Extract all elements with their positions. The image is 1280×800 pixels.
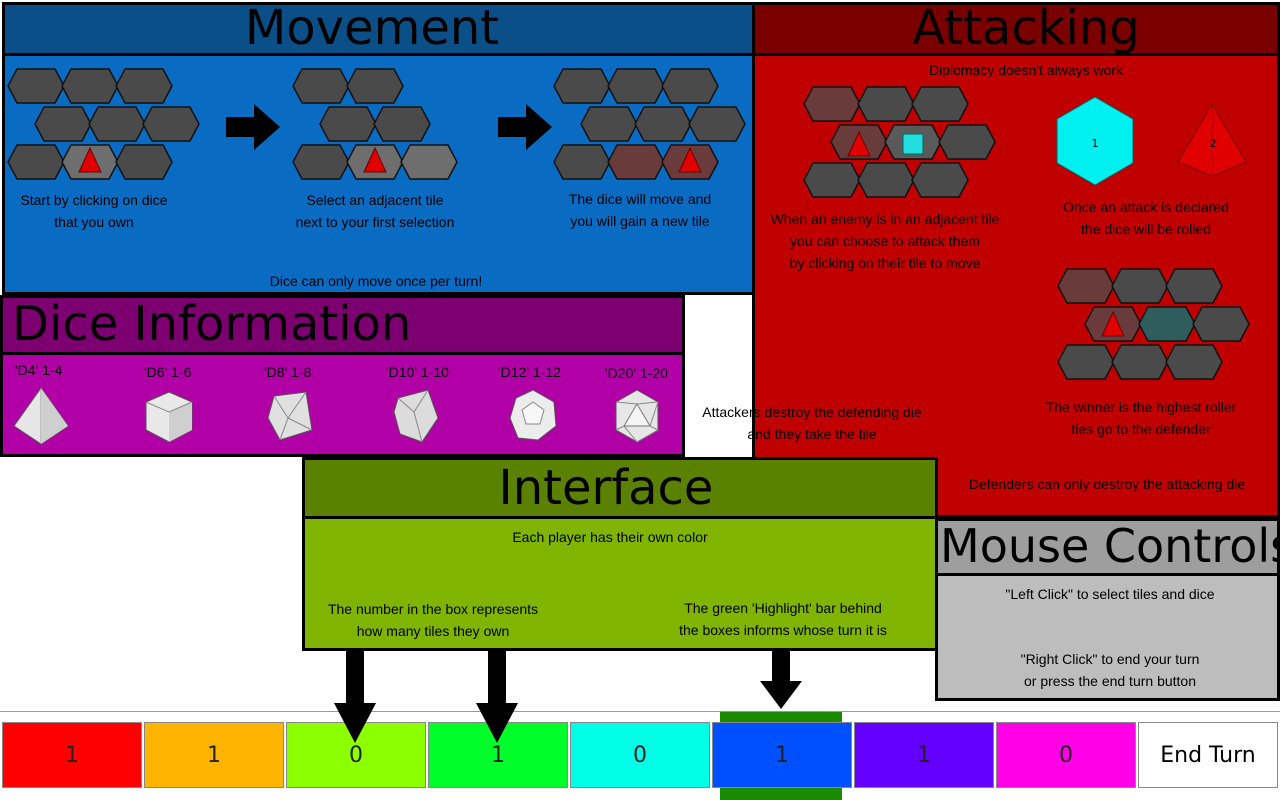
interface-title: Interface [498,460,714,516]
player-count: 0 [1059,742,1073,768]
player-box-1[interactable]: 1 [2,722,142,788]
attack-attackers-text: Attackers destroy the defending die and … [702,404,922,442]
arrow-down-icon [760,651,802,709]
defender-die-icon: 2 [1177,103,1247,177]
mouse-controls-header [935,518,1280,576]
movement-step1-text: Start by clicking on dice that you own [20,192,168,230]
player-box-8[interactable]: 0 [996,722,1136,788]
player-count: 0 [349,742,363,768]
player-count: 1 [775,742,789,768]
arrow-right-icon [498,104,552,150]
arrow-down-icon [476,651,518,743]
d20-label: 'D20' 1-20 [605,365,668,381]
attack-winner-text: The winner is the highest roller ties go… [1045,399,1237,437]
interface-line1: Each player has their own color [512,529,708,545]
d20-icon [615,389,660,443]
player-bar [0,711,1280,799]
movement-step3-illustration [553,68,746,180]
svg-text:2: 2 [1210,137,1217,150]
d8-label: 'D8' 1-8 [264,364,312,380]
attacking-header [752,2,1280,56]
arrow-right-icon [226,104,280,150]
attack-rolled-text: Once an attack is declared the dice will… [1063,199,1229,237]
movement-note: Dice can only move once per turn! [269,273,483,289]
d4-label: 'D4' 1-4 [15,362,63,378]
attack-board-illustration [803,86,996,198]
d8-icon [267,391,313,441]
svg-text:1: 1 [1092,137,1099,150]
d6-icon [145,391,193,443]
player-box-5[interactable]: 0 [570,722,710,788]
d10-label: 'D10' 1-10 [386,364,449,380]
player-box-6[interactable]: 1 [712,722,852,788]
player-count: 0 [633,742,647,768]
arrow-down-icon [334,651,376,743]
attack-defenders-text: Defenders can only destroy the attacking… [968,476,1246,492]
mouse-right-text: "Right Click" to end your turn or press … [1020,651,1200,689]
player-box-7[interactable]: 1 [854,722,994,788]
player-count: 1 [491,742,505,768]
interface-line3: The green 'Highlight' bar behind the box… [679,600,887,638]
d6-label: 'D6' 1-6 [144,364,192,380]
attack-result-illustration [1057,268,1250,380]
attacking-title: Attacking [912,0,1140,56]
movement-header [2,2,755,56]
player-count: 1 [207,742,221,768]
player-count: 1 [65,742,79,768]
attacker-die-icon: 1 [1056,96,1134,186]
dice-info-header [0,295,685,355]
d12-label: 'D12' 1-12 [498,364,561,380]
attacking-subtitle: Diplomacy doesn't always work [928,62,1124,78]
movement-title: Movement [244,0,500,56]
interface-line2: The number in the box represents how man… [327,601,539,639]
d10-icon [393,389,439,443]
player-count: 1 [917,742,931,768]
movement-step2-illustration [292,68,458,180]
player-box-2[interactable]: 1 [144,722,284,788]
movement-step2-text: Select an adjacent tile next to your fir… [295,192,455,230]
interface-header [302,457,938,519]
movement-step3-text: The dice will move and you will gain a n… [568,191,712,229]
attack-adjacent-text: When an enemy is in an adjacent tile you… [770,211,1000,271]
d12-icon [509,389,557,441]
movement-step1-illustration [7,68,200,180]
mouse-left-text: "Left Click" to select tiles and dice [1005,586,1215,602]
end-turn-button[interactable]: End Turn [1138,722,1278,788]
dice-info-title: Dice Information [12,296,412,352]
mouse-controls-title: Mouse Controls [940,519,1280,573]
d4-icon [13,387,69,445]
